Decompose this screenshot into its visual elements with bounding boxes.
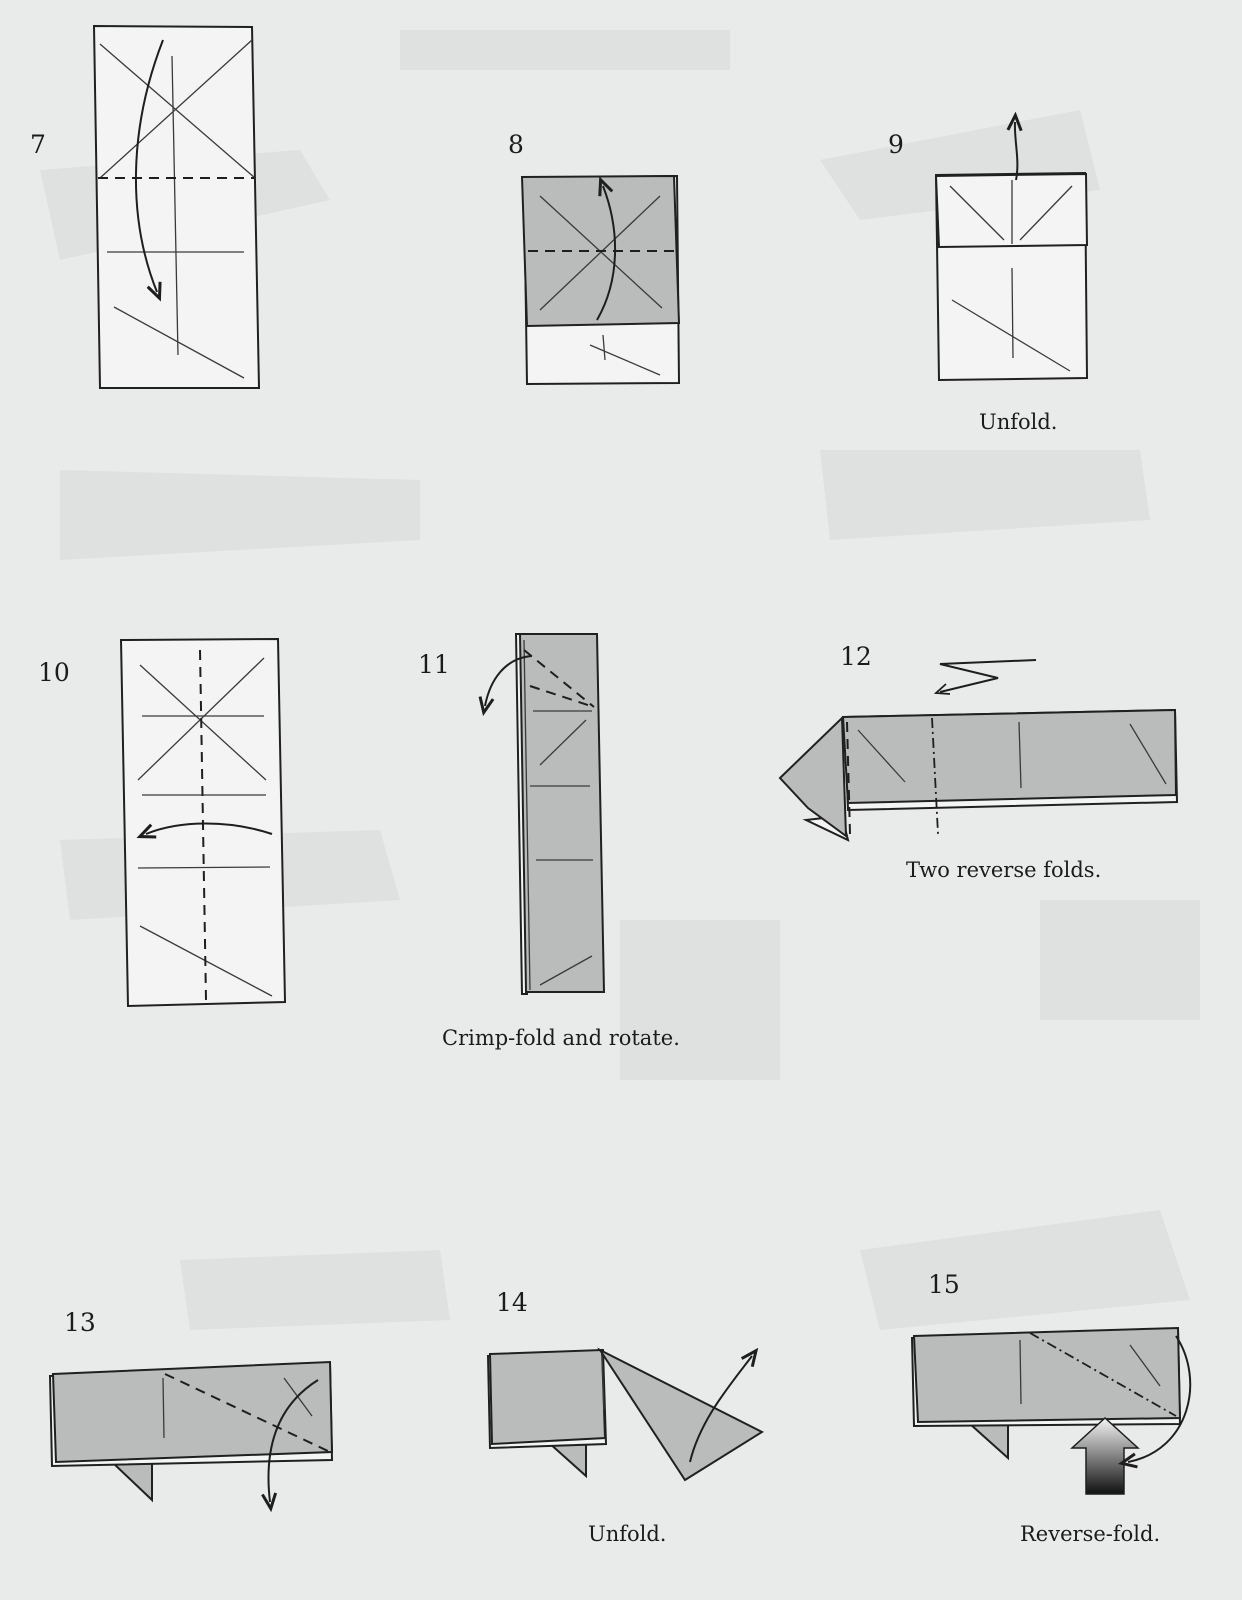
step-14-caption: Unfold. xyxy=(588,1522,667,1546)
step-7-diagram xyxy=(92,24,261,389)
step-10-number: 10 xyxy=(38,658,70,687)
step-15-number: 15 xyxy=(928,1270,960,1299)
step-8-diagram xyxy=(520,174,681,386)
step-11-number: 11 xyxy=(418,650,450,679)
step-13-number: 13 xyxy=(64,1308,96,1337)
step-9-caption: Unfold. xyxy=(979,410,1058,434)
step-12-number: 12 xyxy=(840,642,872,671)
step-15-caption: Reverse-fold. xyxy=(1020,1522,1161,1546)
step-11-diagram xyxy=(485,633,606,995)
step-15-diagram xyxy=(910,1326,1192,1495)
step-9-number: 9 xyxy=(888,130,904,159)
step-10-diagram xyxy=(119,637,287,1008)
step-12-caption: Two reverse folds. xyxy=(906,858,1102,882)
step-11-caption: Crimp-fold and rotate. xyxy=(442,1026,680,1050)
step-14-number: 14 xyxy=(496,1288,528,1317)
step-13-diagram xyxy=(48,1360,334,1502)
push-arrow-icon xyxy=(1070,1416,1140,1495)
step-12-diagram xyxy=(778,659,1179,842)
step-7-number: 7 xyxy=(30,130,46,159)
step-14-diagram xyxy=(486,1347,765,1482)
step-8-number: 8 xyxy=(508,130,524,159)
step-9-diagram xyxy=(934,122,1089,382)
